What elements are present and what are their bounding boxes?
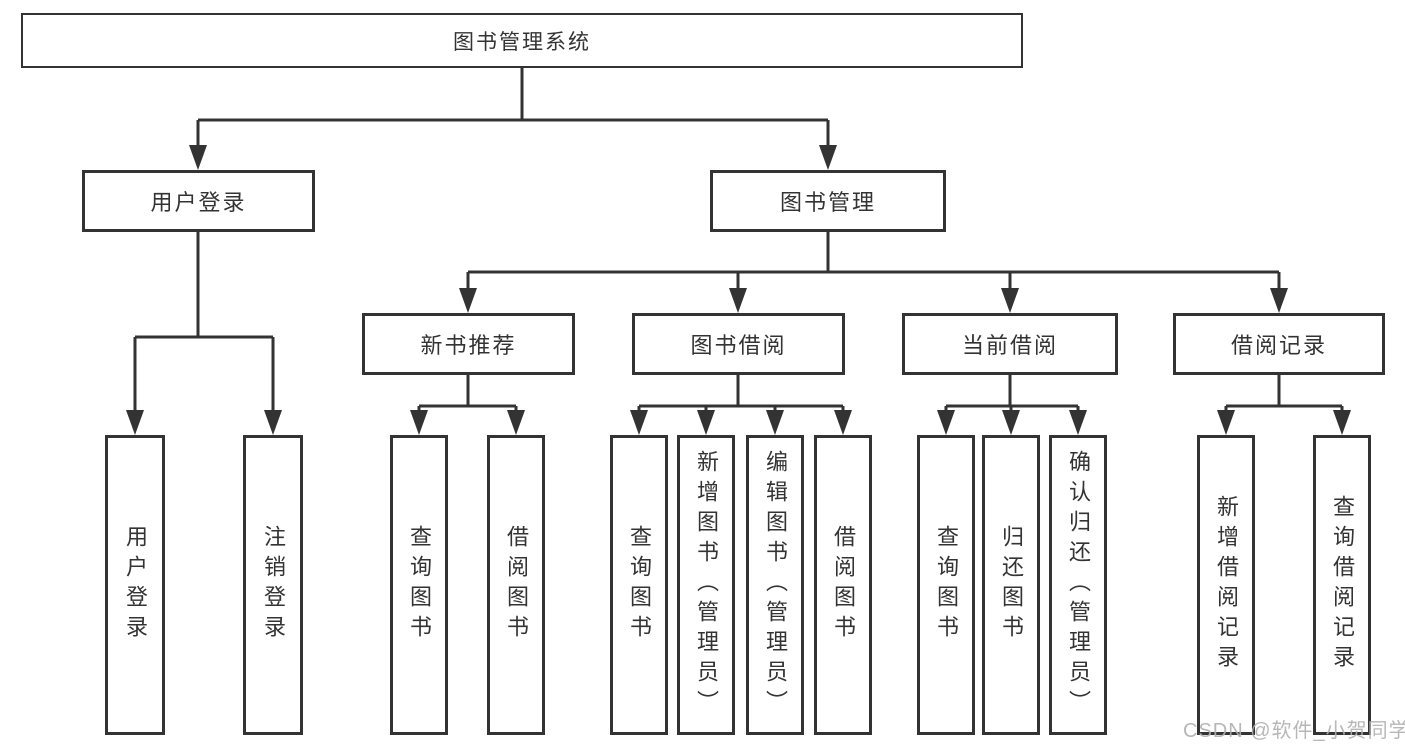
arrowhead-icon bbox=[766, 410, 784, 435]
node-label: 用户登录 bbox=[123, 525, 148, 645]
node-label: 查询借阅记录 bbox=[1330, 495, 1355, 675]
node-borrow-books-recommend: 借阅图书 bbox=[487, 435, 545, 735]
arrowhead-icon bbox=[819, 145, 837, 170]
arrowhead-icon bbox=[126, 410, 144, 435]
node-current-borrowing: 当前借阅 bbox=[902, 313, 1118, 375]
watermark: CSDN @软件_小贺同学 bbox=[1183, 720, 1405, 742]
node-label: 借阅图书 bbox=[504, 525, 529, 645]
arrowhead-icon bbox=[264, 410, 282, 435]
node-label: 查询图书 bbox=[407, 525, 432, 645]
node-label: 新增借阅记录 bbox=[1214, 495, 1239, 675]
node-user-login: 用户登录 bbox=[82, 170, 315, 232]
node-query-borrow-record: 查询借阅记录 bbox=[1313, 435, 1371, 735]
node-add-book-admin: 新增图书（管理员） bbox=[677, 435, 735, 735]
node-label: 查询图书 bbox=[934, 525, 959, 645]
arrowhead-icon bbox=[834, 410, 852, 435]
arrowhead-icon bbox=[1270, 288, 1288, 313]
arrowhead-icon bbox=[410, 410, 428, 435]
arrowhead-icon bbox=[630, 410, 648, 435]
arrowhead-icon bbox=[189, 145, 207, 170]
arrowhead-icon bbox=[507, 410, 525, 435]
node-label: 借阅图书 bbox=[831, 525, 856, 645]
arrowhead-icon bbox=[1001, 288, 1019, 313]
arrowhead-group bbox=[126, 145, 1351, 435]
node-query-books-borrow: 查询图书 bbox=[610, 435, 668, 735]
arrowhead-icon bbox=[1002, 410, 1020, 435]
node-label: 新增图书（管理员） bbox=[694, 450, 719, 720]
node-borrowing-records: 借阅记录 bbox=[1173, 313, 1385, 375]
arrowhead-icon bbox=[1217, 410, 1235, 435]
arrowhead-icon bbox=[697, 410, 715, 435]
node-confirm-return-admin: 确认归还（管理员） bbox=[1049, 435, 1107, 735]
arrowhead-icon bbox=[1333, 410, 1351, 435]
node-label: 编辑图书（管理员） bbox=[763, 450, 788, 720]
node-user-login-action: 用户登录 bbox=[105, 435, 165, 735]
node-edit-book-admin: 编辑图书（管理员） bbox=[746, 435, 804, 735]
node-add-borrow-record: 新增借阅记录 bbox=[1197, 435, 1255, 735]
node-query-books-recommend: 查询图书 bbox=[390, 435, 448, 735]
node-borrow-books: 借阅图书 bbox=[814, 435, 872, 735]
arrowhead-icon bbox=[729, 288, 747, 313]
node-label: 查询图书 bbox=[627, 525, 652, 645]
node-query-books-current: 查询图书 bbox=[917, 435, 975, 735]
node-library-management-system: 图书管理系统 bbox=[21, 13, 1023, 68]
arrowhead-icon bbox=[459, 288, 477, 313]
node-return-books: 归还图书 bbox=[982, 435, 1040, 735]
node-logout-action: 注销登录 bbox=[243, 435, 303, 735]
node-label: 归还图书 bbox=[999, 525, 1024, 645]
node-label: 确认归还（管理员） bbox=[1066, 450, 1091, 720]
arrowhead-icon bbox=[937, 410, 955, 435]
node-book-management: 图书管理 bbox=[710, 170, 946, 232]
node-new-book-recommendation: 新书推荐 bbox=[362, 313, 575, 375]
node-book-borrowing: 图书借阅 bbox=[632, 313, 845, 375]
arrowhead-icon bbox=[1069, 410, 1087, 435]
node-label: 注销登录 bbox=[261, 525, 286, 645]
